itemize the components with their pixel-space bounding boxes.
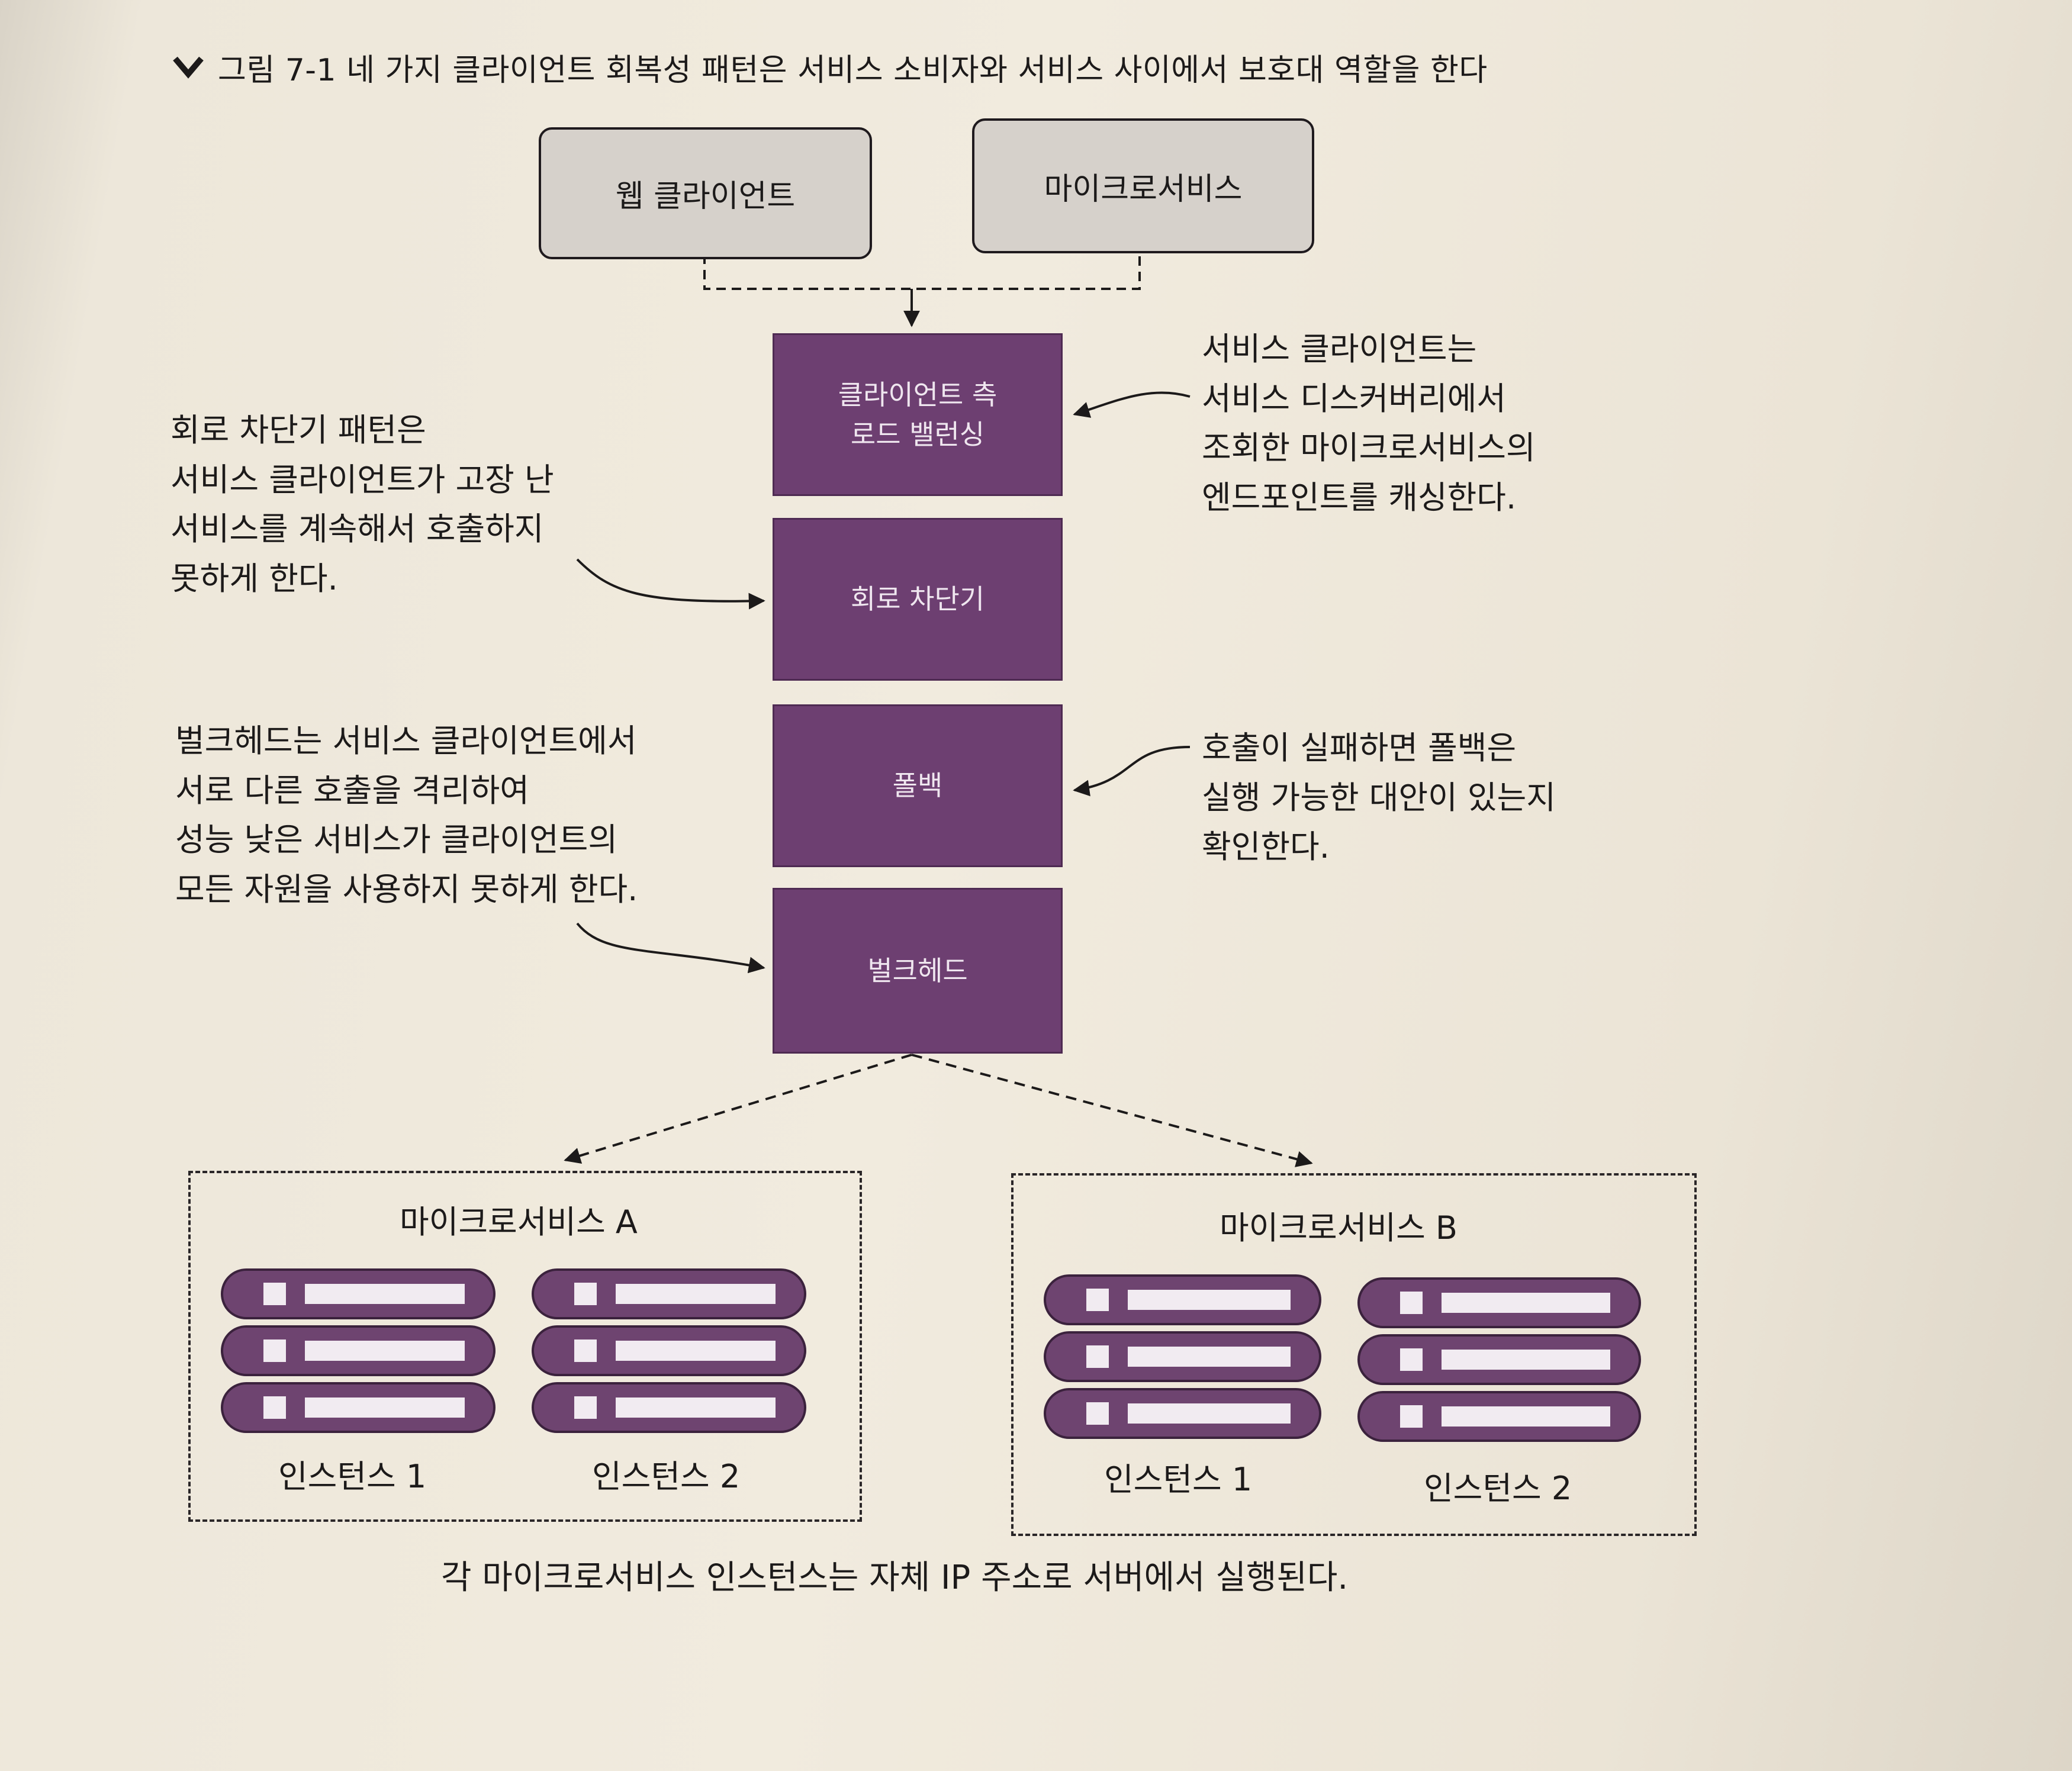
annotation-line: 서비스를 계속해서 호출하지 (170, 510, 544, 548)
annotation-line: 서로 다른 호출을 격리하여 (175, 771, 529, 809)
bulkhead-annotation: 벌크헤드는 서비스 클라이언트에서 서로 다른 호출을 격리하여 성능 낮은 서… (175, 716, 638, 915)
annotation-line: 실행 가능한 대안이 있는지 (1202, 778, 1556, 816)
circuit-breaker-annotation: 회로 차단기 패턴은 서비스 클라이언트가 고장 난 서비스를 계속해서 호출하… (170, 405, 554, 604)
microservice-consumer-label: 마이크로서비스 (1044, 171, 1243, 207)
web-client-box: 웹 클라이언트 (539, 127, 872, 259)
annotation-line: 벌크헤드는 서비스 클라이언트에서 (175, 722, 637, 759)
figure-title-text: 그림 7-1 네 가지 클라이언트 회복성 패턴은 서비스 소비자와 서비스 사… (218, 52, 1488, 88)
annotation-line: 회로 차단기 패턴은 (170, 411, 426, 449)
annotation-line: 호출이 실패하면 폴백은 (1202, 729, 1517, 767)
service-a-instance-1-server-icon (221, 1268, 496, 1433)
circuit-breaker-label: 회로 차단기 (850, 583, 985, 616)
circuit-breaker-block: 회로 차단기 (773, 518, 1063, 681)
figure-caption: 각 마이크로서비스 인스턴스는 자체 IP 주소로 서버에서 실행된다. (441, 1559, 1349, 1597)
service-b-instance-1-server-icon (1044, 1274, 1321, 1439)
bulkhead-block: 벌크헤드 (773, 888, 1063, 1054)
fallback-annotation-arrow (1073, 746, 1191, 797)
annotation-line: 조회한 마이크로서비스의 (1202, 429, 1536, 467)
fallback-block: 폴백 (773, 704, 1063, 867)
bulkhead-to-service-b-arrow (911, 1054, 1313, 1167)
web-client-label: 웹 클라이언트 (615, 179, 796, 214)
service-b-instance-2-server-icon (1357, 1277, 1641, 1442)
client-side-load-balancing-block: 클라이언트 측 로드 밸런싱 (773, 333, 1063, 496)
circuit-breaker-annotation-arrow (576, 558, 765, 610)
annotation-line: 확인한다. (1202, 828, 1330, 866)
bulkhead-annotation-arrow (576, 922, 765, 974)
annotation-line: 서비스 디스커버리에서 (1202, 379, 1506, 417)
load-balancing-annotation: 서비스 클라이언트는 서비스 디스커버리에서 조회한 마이크로서비스의 엔드포인… (1202, 324, 1536, 523)
microservice-b-name: 마이크로서비스 B (1220, 1209, 1458, 1247)
annotation-line: 성능 낮은 서비스가 클라이언트의 (175, 821, 618, 859)
annotation-line: 엔드포인트를 캐싱한다. (1202, 479, 1517, 517)
fallback-label: 폴백 (892, 769, 943, 802)
bulkhead-to-service-a-arrow (564, 1054, 912, 1164)
consumer-dashed-joiner (703, 255, 1141, 290)
load-balancing-annotation-arrow (1073, 391, 1191, 418)
service-a-instance-1-label: 인스턴스 1 (278, 1458, 427, 1495)
annotation-line: 모든 자원을 사용하지 못하게 한다. (175, 871, 638, 909)
microservice-a-group (188, 1171, 862, 1522)
annotation-line: 서비스 클라이언트는 (1202, 330, 1477, 368)
fallback-annotation: 호출이 실패하면 폴백은 실행 가능한 대안이 있는지 확인한다. (1202, 723, 1556, 872)
load-balancing-line1: 클라이언트 측 (838, 378, 998, 411)
service-a-instance-2-server-icon (532, 1268, 806, 1433)
bulkhead-label: 벌크헤드 (867, 954, 968, 987)
service-b-instance-1-label: 인스턴스 1 (1104, 1461, 1253, 1498)
chevron-down-icon (173, 56, 204, 79)
load-balancing-line2: 로드 밸런싱 (850, 418, 985, 450)
service-a-instance-2-label: 인스턴스 2 (592, 1458, 741, 1495)
microservice-consumer-box: 마이크로서비스 (972, 118, 1314, 253)
service-b-instance-2-label: 인스턴스 2 (1424, 1470, 1572, 1507)
annotation-line: 서비스 클라이언트가 고장 난 (170, 461, 554, 498)
figure-title: 그림 7-1 네 가지 클라이언트 회복성 패턴은 서비스 소비자와 서비스 사… (172, 34, 1488, 99)
microservice-a-name: 마이크로서비스 A (400, 1203, 638, 1241)
annotation-line: 못하게 한다. (170, 560, 338, 598)
microservice-b-group (1011, 1173, 1697, 1536)
